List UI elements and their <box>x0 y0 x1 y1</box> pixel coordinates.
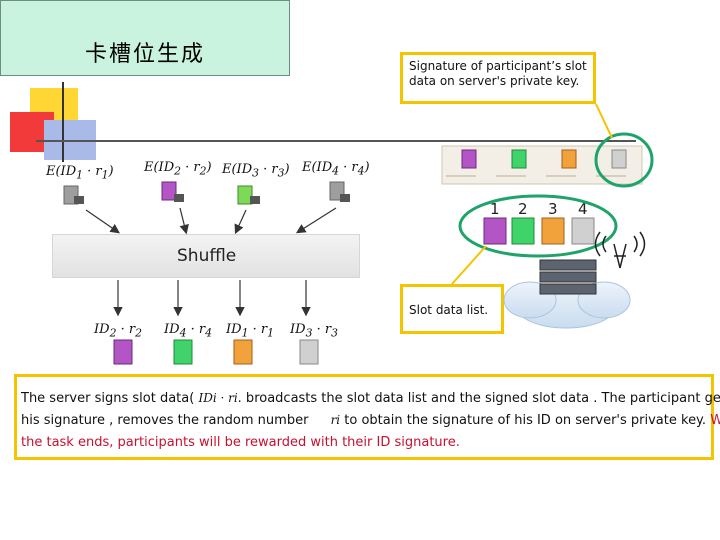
output-arrows <box>113 280 311 317</box>
signature-callout-text: Signature of participant’s slot data on … <box>409 59 587 88</box>
output-doc-4 <box>299 339 319 365</box>
description-line-1: The server signs slot data( IDi · ri. br… <box>21 391 720 406</box>
encrypted-doc-2 <box>161 181 184 202</box>
signature-connector <box>595 103 613 139</box>
signature-callout: Signature of participant’s slot data on … <box>400 52 596 104</box>
encrypted-doc-4 <box>329 181 350 202</box>
slot-list-callout-text: Slot data list. <box>409 303 489 317</box>
description-line-3: the task ends, participants will be rewa… <box>21 435 460 450</box>
slot-list-ellipse <box>458 194 618 258</box>
shuffled-output-1: ID2 · r2 <box>94 322 142 340</box>
input-arrows <box>85 207 337 235</box>
shuffle-label: Shuffle <box>177 246 237 266</box>
slot-number-2: 2 <box>518 200 528 218</box>
output-doc-1 <box>113 339 133 365</box>
signed-slot-ellipse <box>594 132 654 188</box>
broadcast-antenna-icon <box>594 231 646 269</box>
slot-list-connector <box>451 245 487 285</box>
shuffle-box: Shuffle <box>52 234 360 278</box>
encrypted-input-2: E(ID2 · r2) <box>144 160 212 178</box>
signed-slot-list <box>441 145 643 185</box>
description-box: The server signs slot data( IDi · ri. br… <box>14 374 720 460</box>
encrypted-doc-3 <box>237 185 260 205</box>
slide-title: 卡槽位生成 <box>84 42 205 67</box>
encrypted-input-3: E(ID3 · r3) <box>222 162 290 180</box>
slot-number-4: 4 <box>578 200 588 218</box>
slot-number-3: 3 <box>548 200 558 218</box>
deco-horizontal-line <box>36 140 636 142</box>
shuffled-output-3: ID1 · r1 <box>226 322 274 340</box>
deco-vertical-line <box>62 82 64 162</box>
description-line-2: his signature , removes the random numbe… <box>21 413 720 428</box>
slot-number-1: 1 <box>490 200 500 218</box>
encrypted-doc-1 <box>63 185 84 205</box>
shuffled-output-2: ID4 · r4 <box>164 322 212 340</box>
slot-list-callout: Slot data list. <box>400 284 504 334</box>
slot-list-docs <box>483 217 595 245</box>
encrypted-input-4: E(ID4 · r4) <box>302 160 370 178</box>
encrypted-input-1: E(ID1 · r1) <box>46 164 114 182</box>
shuffled-output-4: ID3 · r3 <box>290 322 338 340</box>
title-box <box>0 0 290 76</box>
output-doc-3 <box>233 339 253 365</box>
output-doc-2 <box>173 339 193 365</box>
server-cloud <box>503 259 631 329</box>
